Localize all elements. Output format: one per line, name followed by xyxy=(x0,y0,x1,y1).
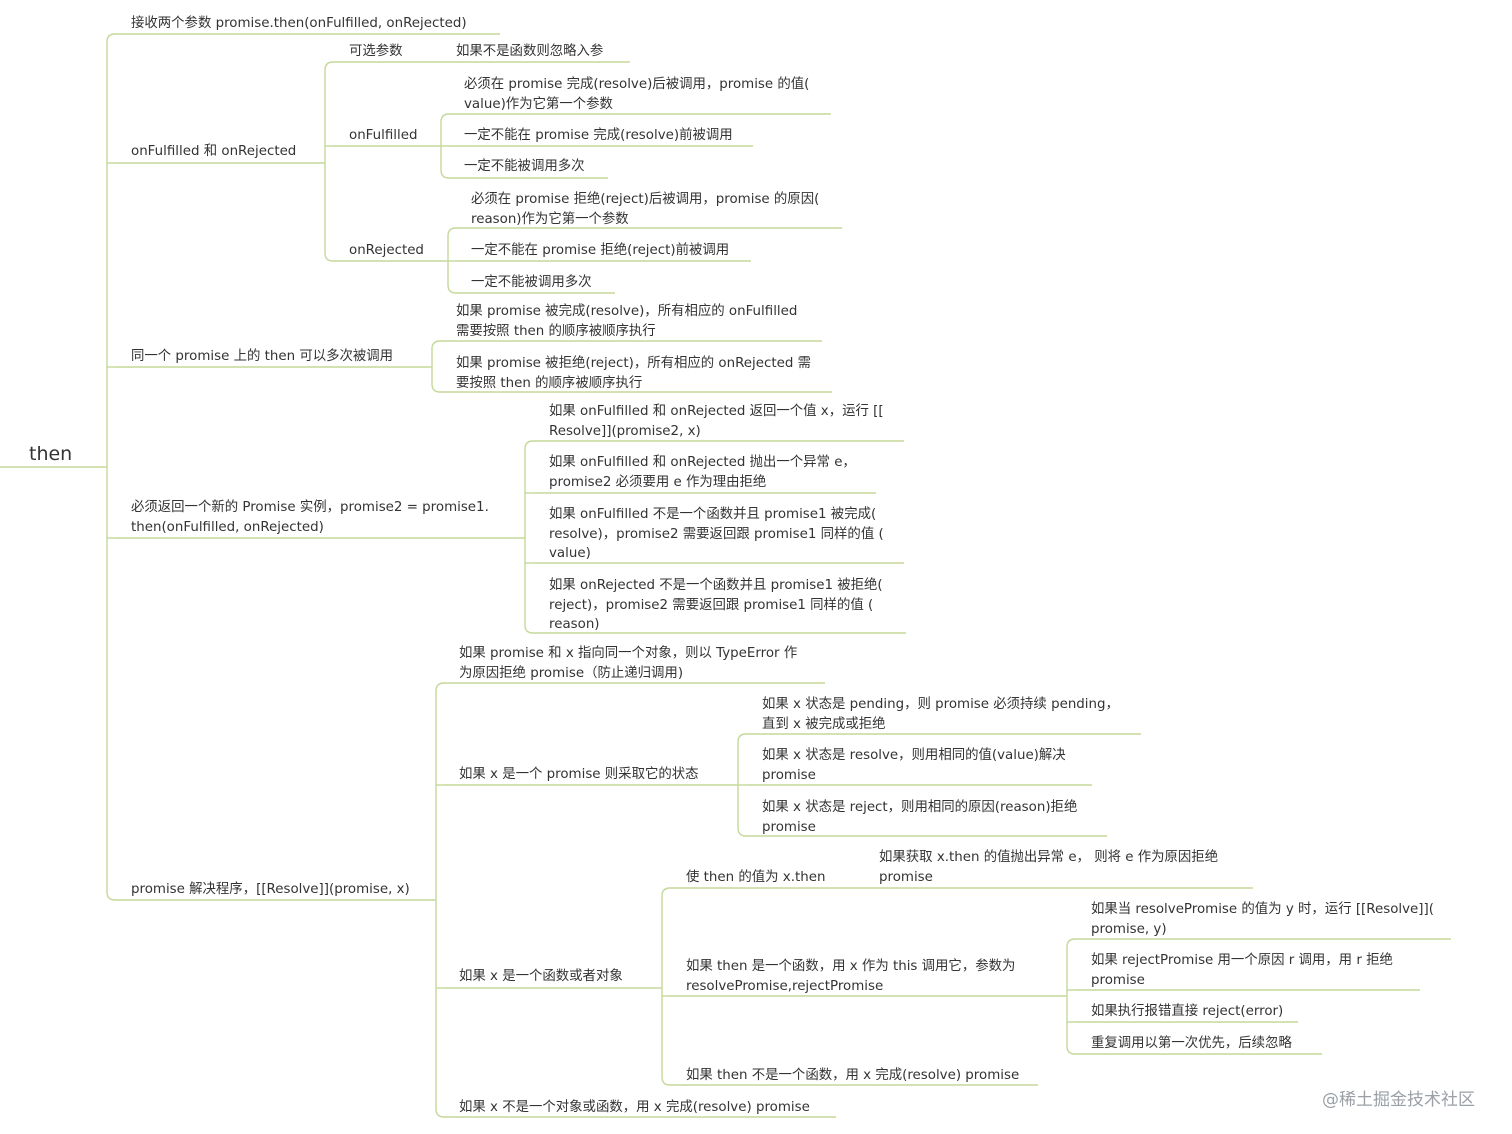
node-then-equals-x-then[interactable]: 使 then 的值为 x.then xyxy=(686,870,826,885)
node-then-is-function[interactable]: 如果 then 是一个函数，用 x 作为 this 调用它，参数为 resolv… xyxy=(686,959,1016,994)
node-get-then-throws[interactable]: 如果获取 x.then 的值抛出异常 e， 则将 e 作为原因拒绝 promis… xyxy=(879,850,1219,885)
watermark: @稀土掘金技术社区 xyxy=(1322,1090,1475,1110)
node-accepts-two-params[interactable]: 接收两个参数 promise.then(onFulfilled, onRejec… xyxy=(131,16,467,31)
connector-line xyxy=(435,1108,445,1118)
connector-line xyxy=(1066,938,1076,948)
node-return-new-promise[interactable]: 必须返回一个新的 Promise 实例，promise2 = promise1.… xyxy=(131,500,489,535)
connector-line xyxy=(435,682,445,692)
node-onr-not-function[interactable]: 如果 onRejected 不是一个函数并且 promise1 被拒绝( rej… xyxy=(549,578,883,632)
connector-line xyxy=(431,383,441,393)
connector-line xyxy=(106,891,116,901)
node-reject-order[interactable]: 如果 promise 被拒绝(reject)，所有相应的 onRejected … xyxy=(456,356,811,391)
node-x-is-promise[interactable]: 如果 x 是一个 promise 则采取它的状态 xyxy=(459,767,699,782)
node-onr-not-multiple[interactable]: 一定不能被调用多次 xyxy=(471,275,592,290)
node-x-reject[interactable]: 如果 x 状态是 reject，则用相同的原因(reason)拒绝 promis… xyxy=(762,800,1078,835)
node-return-value-x[interactable]: 如果 onFulfilled 和 onRejected 返回一个值 x，运行 [… xyxy=(549,404,884,439)
connector-line xyxy=(106,33,116,43)
connector-line xyxy=(524,624,534,634)
node-onfulfilled-onrejected[interactable]: onFulfilled 和 onRejected xyxy=(131,144,297,159)
node-rejectpromise-r[interactable]: 如果 rejectPromise 用一个原因 r 调用，用 r 拒绝 promi… xyxy=(1091,953,1393,988)
node-x-pending[interactable]: 如果 x 状态是 pending，则 promise 必须持续 pending，… xyxy=(762,697,1119,732)
node-onf-not-function[interactable]: 如果 onFulfilled 不是一个函数并且 promise1 被完成( re… xyxy=(549,507,884,561)
connector-line xyxy=(324,61,334,71)
connector-line xyxy=(324,252,334,262)
connector-line xyxy=(1066,1045,1076,1055)
node-onf-not-before-resolve[interactable]: 一定不能在 promise 完成(resolve)前被调用 xyxy=(464,128,733,143)
node-onr-after-reject[interactable]: 必须在 promise 拒绝(reject)后被调用，promise 的原因( … xyxy=(471,192,820,227)
node-onf-not-multiple[interactable]: 一定不能被调用多次 xyxy=(464,159,585,174)
connector-line xyxy=(661,887,671,897)
node-onf-after-resolve[interactable]: 必须在 promise 完成(resolve)后被调用，promise 的值( … xyxy=(464,77,810,112)
node-x-function-or-object[interactable]: 如果 x 是一个函数或者对象 xyxy=(459,969,623,984)
node-throw-exception-e[interactable]: 如果 onFulfilled 和 onRejected 抛出一个异常 e， pr… xyxy=(549,455,856,490)
node-then-not-function[interactable]: 如果 then 不是一个函数，用 x 完成(resolve) promise xyxy=(686,1068,1020,1083)
connector-line xyxy=(440,169,450,179)
connector-line xyxy=(447,284,457,294)
root-node-then[interactable]: then xyxy=(29,443,73,465)
connector-line xyxy=(440,113,450,123)
node-ignore-non-function[interactable]: 如果不是函数则忽略入参 xyxy=(456,44,604,59)
node-resolve-order[interactable]: 如果 promise 被完成(resolve)，所有相应的 onFulfille… xyxy=(456,304,798,339)
node-x-resolve[interactable]: 如果 x 状态是 resolve，则用相同的值(value)解决 promise xyxy=(762,748,1066,783)
connector-line xyxy=(524,440,534,450)
connector-line xyxy=(661,1076,671,1086)
connector-line xyxy=(737,733,747,743)
node-resolvepromise-y[interactable]: 如果当 resolvePromise 的值为 y 时，运行 [[Resolve]… xyxy=(1091,902,1434,937)
connector-line xyxy=(447,227,457,237)
node-x-not-object-function[interactable]: 如果 x 不是一个对象或函数，用 x 完成(resolve) promise xyxy=(459,1100,810,1115)
connector-line xyxy=(737,827,747,837)
node-onfulfilled[interactable]: onFulfilled xyxy=(349,128,418,143)
node-error-reject[interactable]: 如果执行报错直接 reject(error) xyxy=(1091,1004,1284,1019)
node-onrejected[interactable]: onRejected xyxy=(349,243,424,258)
node-first-call-wins[interactable]: 重复调用以第一次优先，后续忽略 xyxy=(1091,1036,1292,1051)
node-onr-not-before-reject[interactable]: 一定不能在 promise 拒绝(reject)前被调用 xyxy=(471,243,730,258)
node-same-object-typeerror[interactable]: 如果 promise 和 x 指向同一个对象，则以 TypeError 作 为原… xyxy=(459,646,798,681)
node-optional-params[interactable]: 可选参数 xyxy=(349,44,403,59)
node-resolution-procedure[interactable]: promise 解决程序，[[Resolve]](promise, x) xyxy=(131,882,410,897)
connector-line xyxy=(431,340,441,350)
node-then-multiple-calls[interactable]: 同一个 promise 上的 then 可以多次被调用 xyxy=(131,349,394,364)
